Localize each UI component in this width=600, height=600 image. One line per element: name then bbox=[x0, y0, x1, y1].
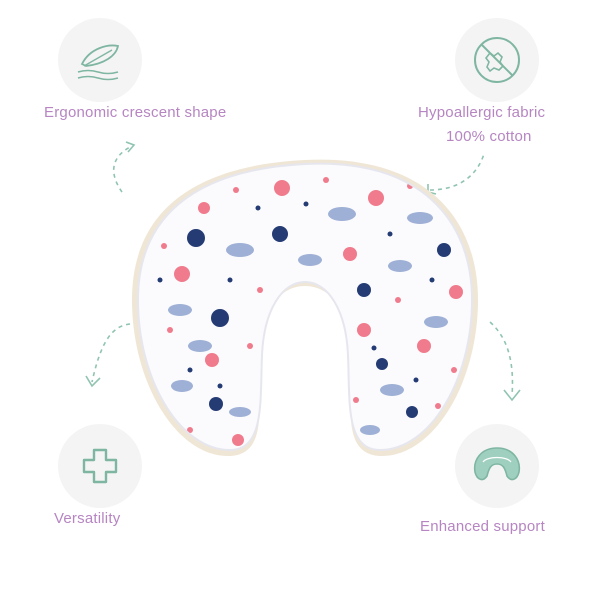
hypoallergic-icon-circle bbox=[455, 18, 539, 102]
versatility-icon-circle bbox=[58, 424, 142, 508]
no-germs-icon bbox=[474, 37, 520, 83]
pillow-icon bbox=[473, 447, 521, 481]
arrow-bottom-left bbox=[85, 323, 131, 388]
feather-icon bbox=[77, 44, 120, 81]
nursing-pillow-image bbox=[120, 150, 490, 470]
ergonomic-icon-circle bbox=[58, 18, 142, 102]
plus-cross-icon bbox=[82, 448, 118, 484]
arrow-bottom-right bbox=[489, 321, 521, 402]
hypoallergic-label: Hypoallergic fabric bbox=[418, 104, 546, 121]
ergonomic-label: Ergonomic crescent shape bbox=[44, 104, 227, 121]
arrow-top-left bbox=[112, 141, 136, 193]
pillow-print-pattern bbox=[157, 177, 463, 446]
hypoallergic-sublabel: 100% cotton bbox=[446, 128, 532, 145]
support-label: Enhanced support bbox=[420, 518, 545, 535]
versatility-label: Versatility bbox=[54, 510, 121, 527]
support-icon-circle bbox=[455, 424, 539, 508]
